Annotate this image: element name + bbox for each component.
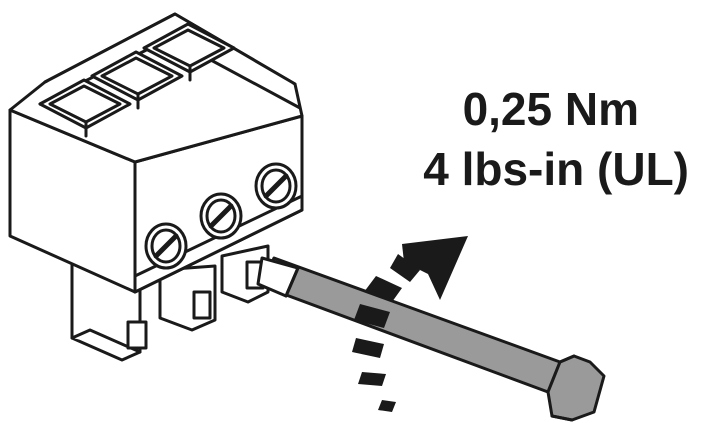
screwdriver — [256, 256, 606, 422]
wire-entry-2 — [90, 50, 184, 110]
screw-1 — [144, 222, 188, 270]
wire-entry-3 — [142, 22, 236, 82]
rotation-arrow — [352, 236, 468, 412]
terminal-screws — [144, 162, 298, 270]
screw-2 — [199, 192, 243, 240]
wire-entry-openings — [38, 22, 236, 138]
torque-value-imperial: 4 lbs-in (UL) — [423, 143, 689, 195]
screw-3 — [254, 162, 298, 210]
wire-entry-1 — [38, 78, 132, 138]
torque-value-metric: 0,25 Nm — [462, 83, 639, 135]
